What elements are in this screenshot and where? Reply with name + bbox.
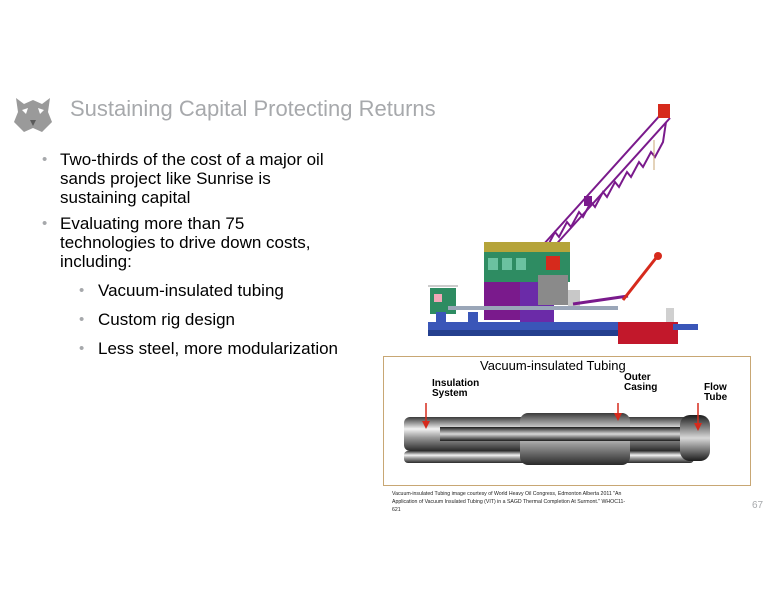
husky-logo	[14, 98, 52, 132]
bullet-item: • Two-thirds of the cost of a major oil …	[42, 150, 342, 207]
drilling-rig-illustration	[428, 104, 698, 344]
page-number: 67	[752, 500, 764, 511]
label-flow-tube: Flow Tube	[704, 382, 728, 403]
sub-bullet-text: Vacuum-insulated tubing	[98, 281, 284, 300]
sub-bullet-item: • Less steel, more modularization	[42, 339, 342, 358]
sub-bullet-item: • Custom rig design	[42, 310, 342, 329]
bullet-dot-icon: •	[79, 311, 85, 328]
image-credit: Vacuum-insulated Tubing image courtesy o…	[392, 491, 626, 513]
bullet-dot-icon: •	[79, 282, 85, 299]
sub-bullet-text: Custom rig design	[98, 310, 236, 329]
bullet-list: • Two-thirds of the cost of a major oil …	[42, 150, 342, 358]
bullet-dot-icon: •	[42, 151, 48, 168]
bullet-dot-icon: •	[79, 340, 85, 357]
page-title: Sustaining Capital Protecting Returns	[70, 96, 436, 121]
label-outer-casing: Outer Casing	[624, 372, 658, 393]
vacuum-tubing-drawing	[404, 403, 710, 465]
label-insulation-system: Insulation System	[432, 378, 480, 399]
bullet-text: Evaluating more than 75 technologies to …	[60, 214, 311, 271]
sub-bullet-item: • Vacuum-insulated tubing	[42, 281, 342, 300]
bullet-text: Two-thirds of the cost of a major oil sa…	[60, 150, 324, 207]
figure-title: Vacuum-insulated Tubing	[480, 358, 626, 373]
bullet-dot-icon: •	[42, 215, 48, 232]
bullet-item: • Evaluating more than 75 technologies t…	[42, 214, 342, 271]
vit-figure: Vacuum-insulated Tubing Insulation Syste…	[383, 356, 751, 486]
sub-bullet-text: Less steel, more modularization	[98, 339, 339, 358]
